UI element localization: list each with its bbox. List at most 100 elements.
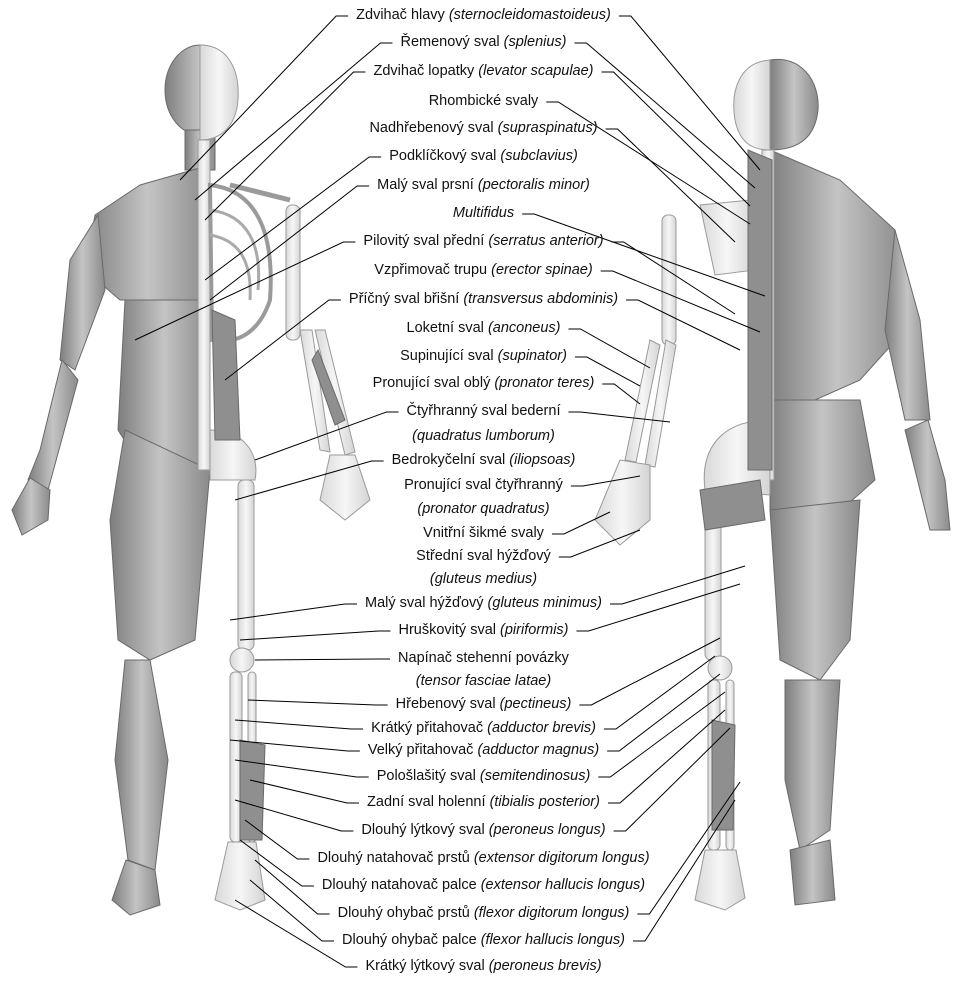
muscle-label: (pronator quadratus): [0, 501, 967, 518]
muscle-name: Zdvihač lopatky: [373, 63, 474, 79]
muscle-latin-name: (flexor digitorum longus): [474, 905, 630, 921]
muscle-latin-name: (splenius): [504, 34, 567, 50]
muscle-latin-name: (tensor fasciae latae): [416, 673, 551, 689]
muscle-name: Bedrokyčelní sval: [392, 452, 506, 468]
muscle-latin-name: (extensor hallucis longus): [481, 877, 645, 893]
muscle-latin-name: (serratus anterior): [488, 233, 603, 249]
muscle-name: Nadhřebenový sval: [369, 120, 493, 136]
muscle-label: Krátký lýtkový sval (peroneus brevis): [0, 958, 967, 975]
muscle-latin-name: (pronator quadratus): [417, 501, 549, 517]
muscle-latin-name: (flexor hallucis longus): [481, 932, 625, 948]
muscle-latin-name: (gluteus minimus): [488, 595, 602, 611]
muscle-latin-name: (tibialis posterior): [490, 794, 600, 810]
muscle-name: Pronující sval oblý: [373, 375, 491, 391]
muscle-label: Hřebenový sval (pectineus): [0, 696, 967, 713]
muscle-name: Střední sval hýžďový: [416, 548, 551, 564]
muscle-label: Pološlašitý sval (semitendinosus): [0, 768, 967, 785]
muscle-label: Malý sval hýžďový (gluteus minimus): [0, 595, 967, 612]
muscle-latin-name: (adductor brevis): [487, 720, 596, 736]
muscle-name: Dlouhý natahovač palce: [322, 877, 477, 893]
muscle-latin-name: (pronator teres): [494, 375, 594, 391]
muscle-label: Čtyřhranný sval bederní: [0, 403, 967, 420]
muscle-latin-name: (pectoralis minor): [478, 177, 590, 193]
muscle-label: Příčný sval břišní (transversus abdomini…: [0, 291, 967, 308]
muscle-latin-name: (supinator): [498, 348, 567, 364]
leader-line-right: [579, 638, 720, 705]
muscle-name: Dlouhý natahovač prstů: [317, 850, 469, 866]
muscle-name: Supinující sval: [400, 348, 494, 364]
muscle-name: Řemenový sval: [400, 34, 499, 50]
muscle-name: Dlouhý ohybač prstů: [338, 905, 470, 921]
muscle-label: Dlouhý ohybač prstů (flexor digitorum lo…: [0, 905, 967, 922]
muscle-latin-name: (piriformis): [500, 622, 568, 638]
muscle-label: Vnitřní šikmé svaly: [0, 525, 967, 542]
muscle-latin-name: (extensor digitorum longus): [474, 850, 650, 866]
muscle-name: Krátký přitahovač: [371, 720, 483, 736]
muscle-latin-name: (semitendinosus): [480, 768, 590, 784]
muscle-latin-name: (anconeus): [488, 320, 561, 336]
muscle-latin-name: (peroneus longus): [489, 822, 606, 838]
muscle-name: Malý sval prsní: [377, 177, 474, 193]
muscle-label: Supinující sval (supinator): [0, 348, 967, 365]
muscle-label: Pilovitý sval přední (serratus anterior): [0, 233, 967, 250]
muscle-latin-name: (peroneus brevis): [489, 958, 602, 974]
muscle-latin-name: (iliopsoas): [509, 452, 575, 468]
muscle-name: Zadní sval holenní: [367, 794, 486, 810]
muscle-label: Dlouhý lýtkový sval (peroneus longus): [0, 822, 967, 839]
muscle-latin-name: (gluteus medius): [430, 571, 537, 587]
muscle-label: Dlouhý natahovač prstů (extensor digitor…: [0, 850, 967, 867]
muscle-label: (tensor fasciae latae): [0, 673, 967, 690]
muscle-name: Pronující sval čtyřhranný: [404, 477, 563, 493]
muscle-name: Zdvihač hlavy: [356, 7, 445, 23]
muscle-latin-name: (erector spinae): [491, 262, 593, 278]
muscle-latin-name: (pectineus): [500, 696, 572, 712]
muscle-label: Podklíčkový sval (subclavius): [0, 148, 967, 165]
muscle-label: Pronující sval oblý (pronator teres): [0, 375, 967, 392]
muscle-label: (gluteus medius): [0, 571, 967, 588]
muscle-label: Malý sval prsní (pectoralis minor): [0, 177, 967, 194]
muscle-label: Hruškovitý sval (piriformis): [0, 622, 967, 639]
muscle-label: Zdvihač hlavy (sternocleidomastoideus): [0, 7, 967, 24]
muscle-name: Podklíčkový sval: [389, 148, 496, 164]
muscle-name: Velký přitahovač: [368, 742, 474, 758]
muscle-name: Hruškovitý sval: [399, 622, 497, 638]
muscle-name: Malý sval hýžďový: [365, 595, 484, 611]
muscle-label: Velký přitahovač (adductor magnus): [0, 742, 967, 759]
muscle-label: Střední sval hýžďový: [0, 548, 967, 565]
muscle-label: Loketní sval (anconeus): [0, 320, 967, 337]
muscle-label: Pronující sval čtyřhranný: [0, 477, 967, 494]
muscle-name: Loketní sval: [407, 320, 484, 336]
muscle-label: Zdvihač lopatky (levator scapulae): [0, 63, 967, 80]
muscle-label: Rhombické svaly: [0, 93, 967, 110]
muscle-latin-name: (supraspinatus): [498, 120, 598, 136]
muscle-name: Napínač stehenní povázky: [398, 650, 569, 666]
muscle-latin-name: (transversus abdominis): [463, 291, 618, 307]
muscle-label: Krátký přitahovač (adductor brevis): [0, 720, 967, 737]
muscle-name: Vzpřimovač trupu: [374, 262, 487, 278]
muscle-label: Zadní sval holenní (tibialis posterior): [0, 794, 967, 811]
muscle-name: Pilovitý sval přední: [363, 233, 484, 249]
muscle-label: Dlouhý ohybač palce (flexor hallucis lon…: [0, 932, 967, 949]
muscle-label: (quadratus lumborum): [0, 428, 967, 445]
muscle-label: Nadhřebenový sval (supraspinatus): [0, 120, 967, 137]
muscle-label: Dlouhý natahovač palce (extensor halluci…: [0, 877, 967, 894]
muscle-latin-name: (sternocleidomastoideus): [449, 7, 611, 23]
muscle-name: Pološlašitý sval: [377, 768, 476, 784]
muscle-name: Dlouhý ohybač palce: [342, 932, 477, 948]
muscle-name: Hřebenový sval: [396, 696, 496, 712]
muscle-label: Bedrokyčelní sval (iliopsoas): [0, 452, 967, 469]
muscle-name: Krátký lýtkový sval: [365, 958, 484, 974]
muscle-latin-name: (levator scapulae): [478, 63, 593, 79]
muscle-name: Příčný sval břišní: [349, 291, 459, 307]
muscle-latin-name: (adductor magnus): [477, 742, 599, 758]
muscle-name: Dlouhý lýtkový sval: [361, 822, 484, 838]
muscle-label: Napínač stehenní povázky: [0, 650, 967, 667]
muscle-latin-name: (quadratus lumborum): [412, 428, 555, 444]
muscle-latin-name: Multifidus: [453, 205, 514, 221]
muscle-latin-name: (subclavius): [500, 148, 577, 164]
muscle-name: Čtyřhranný sval bederní: [407, 403, 561, 419]
muscle-name: Vnitřní šikmé svaly: [423, 525, 544, 541]
muscle-name: Rhombické svaly: [429, 93, 539, 109]
muscle-label: Vzpřimovač trupu (erector spinae): [0, 262, 967, 279]
